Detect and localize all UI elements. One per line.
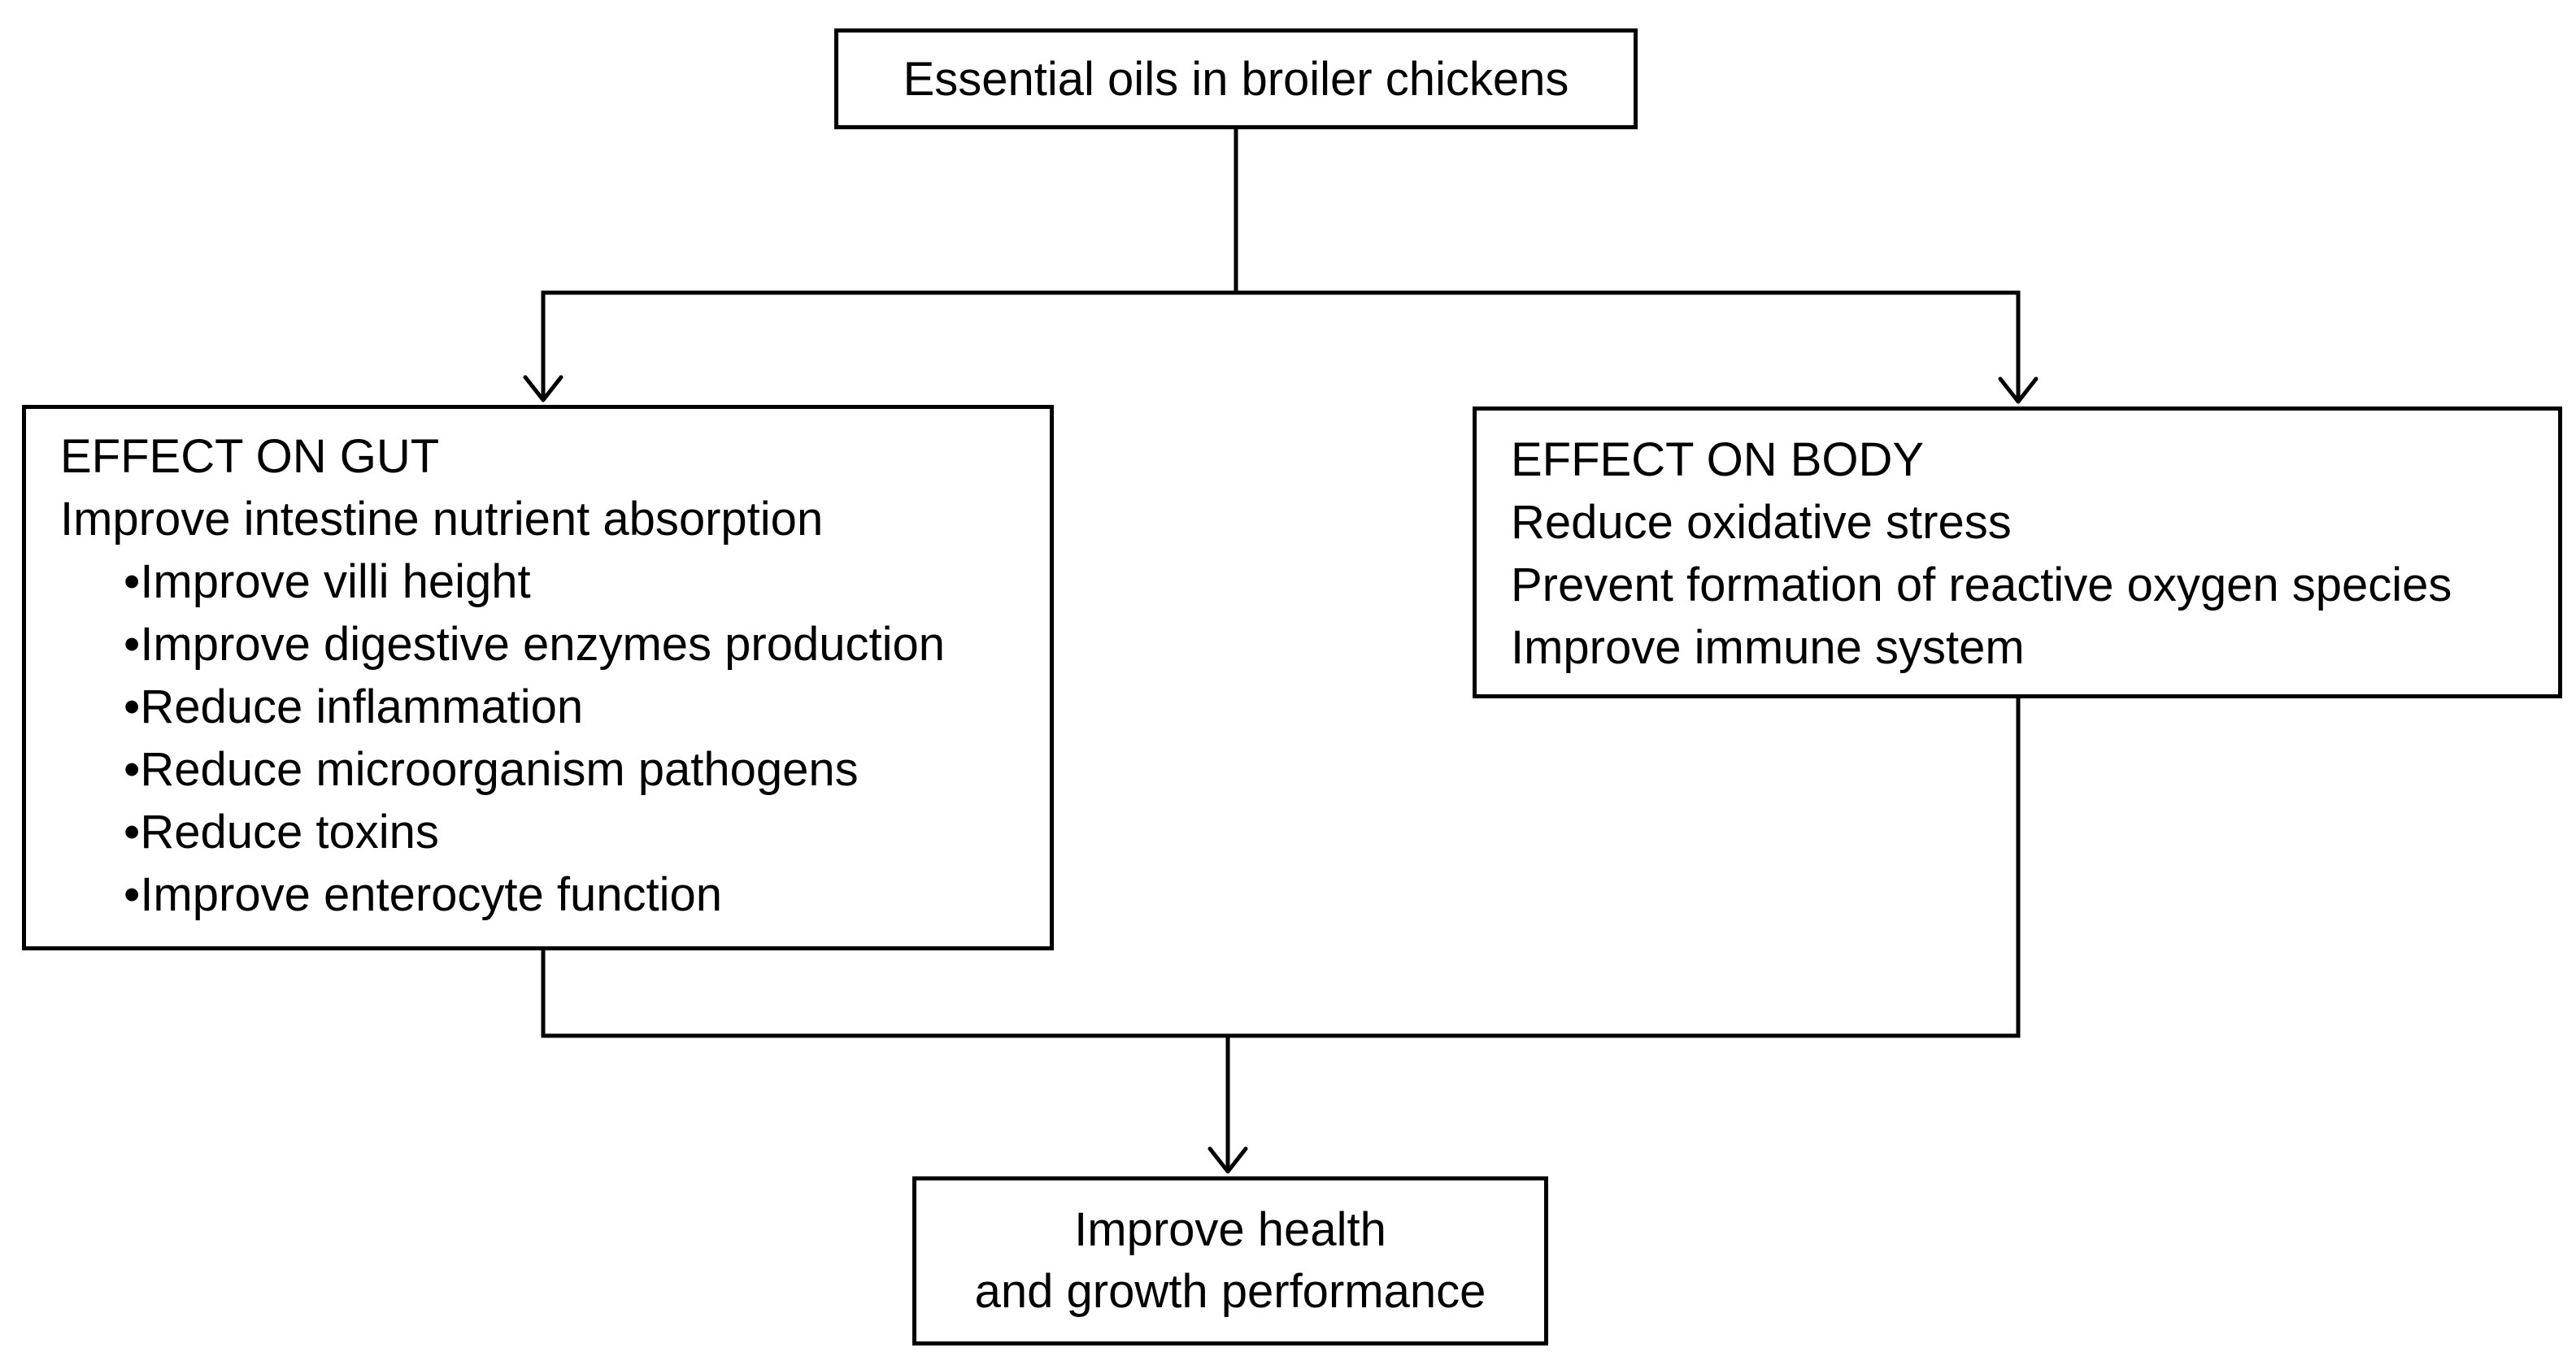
arrowhead-gut	[523, 375, 564, 402]
root-node: Essential oils in broiler chickens	[834, 28, 1638, 129]
outcome-line: and growth performance	[974, 1265, 1486, 1318]
gut-effect-list-item: •Reduce toxins	[60, 801, 1050, 863]
arrowhead-outcome	[1208, 1146, 1248, 1174]
bullet-icon: •	[124, 868, 141, 921]
body-effect-list-item: Improve immune system	[1511, 621, 2025, 674]
bullet-icon: •	[124, 680, 141, 733]
gut-effect-list-item: •Improve villi height	[60, 550, 1050, 613]
gut-effect-list-item: •Improve enterocyte function	[60, 863, 1050, 926]
gut-effect-list-item: •Reduce microorganism pathogens	[60, 738, 1050, 801]
gut-effect-subheading: Improve intestine nutrient absorption	[60, 493, 824, 546]
outcome-line: Improve health	[1074, 1203, 1386, 1256]
body-effect-list-item: Reduce oxidative stress	[1511, 496, 2012, 549]
root-node-label: Essential oils in broiler chickens	[903, 52, 1569, 106]
gut-effect-item-text: Reduce microorganism pathogens	[140, 743, 859, 796]
gut-effect-item-text: Improve enterocyte function	[140, 868, 723, 921]
gut-effect-item-text: Improve digestive enzymes production	[140, 618, 946, 671]
arrowhead-body	[1998, 376, 2039, 404]
gut-effect-node: EFFECT ON GUT Improve intestine nutrient…	[22, 405, 1054, 950]
gut-effect-heading: EFFECT ON GUT	[60, 430, 440, 483]
gut-effect-list-item: •Improve digestive enzymes production	[60, 613, 1050, 676]
gut-effect-list-item: •Reduce inflammation	[60, 676, 1050, 738]
gut-effect-item-text: Reduce toxins	[140, 806, 439, 859]
gut-effect-item-text: Improve villi height	[140, 555, 531, 608]
bullet-icon: •	[124, 743, 141, 796]
bullet-icon: •	[124, 806, 141, 859]
bullet-icon: •	[124, 618, 141, 671]
body-effect-list-item: Prevent formation of reactive oxygen spe…	[1511, 559, 2452, 611]
body-effect-node: EFFECT ON BODY Reduce oxidative stress P…	[1473, 406, 2562, 698]
outcome-node: Improve health and growth performance	[912, 1176, 1548, 1345]
bullet-icon: •	[124, 555, 141, 608]
body-effect-heading: EFFECT ON BODY	[1511, 433, 1925, 486]
gut-effect-item-text: Reduce inflammation	[140, 680, 584, 733]
